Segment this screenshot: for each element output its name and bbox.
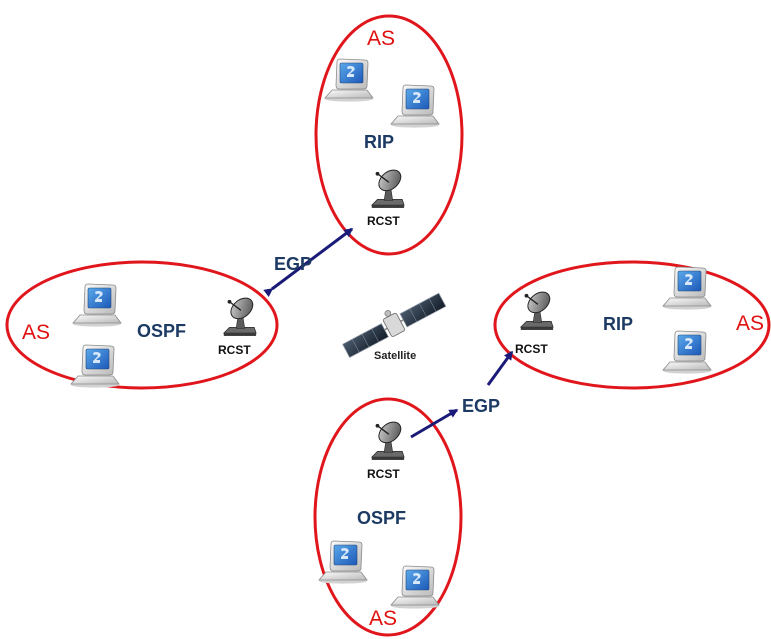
satellite-icon [342,292,447,359]
egp-label-bottom-right: EGP [462,396,500,416]
computer-icon [390,565,440,609]
bottom-protocol-label: OSPF [357,508,406,528]
egp-arrow-top-left [263,227,354,298]
left-rcst-label: RCST [218,343,251,357]
left-protocol-label: OSPF [137,321,186,341]
right-protocol-label: RIP [603,314,633,334]
bottom-as-label: AS [369,607,397,630]
computer-icon [662,330,712,374]
top-protocol-label: RIP [364,132,394,152]
top-as-ellipse [314,14,464,256]
top-rcst-label: RCST [367,214,400,228]
egp-arrow-bottom-right [410,408,459,439]
computer-icon [72,283,122,327]
satellite-dish-icon [371,166,406,209]
right-as-ellipse [493,260,771,390]
right-rcst-label: RCST [515,342,548,356]
satellite-dish-icon [371,418,406,461]
right-as-label: AS [736,312,764,335]
left-as-ellipse [5,260,279,390]
left-as-label: AS [22,321,50,344]
computer-icon [390,84,440,128]
egp-label-top-left: EGP [274,254,312,274]
satellite-dish-icon [223,294,258,337]
egp-arrow-bottom-right-2 [486,350,514,386]
top-as-label: AS [367,27,395,50]
computer-icon [662,266,712,310]
bottom-as-ellipse [313,397,463,637]
computer-icon [70,344,120,388]
computer-icon [324,58,374,102]
satellite-dish-icon [520,288,555,331]
bottom-rcst-label: RCST [367,467,400,481]
satellite-label: Satellite [374,350,416,362]
computer-icon [318,540,368,584]
